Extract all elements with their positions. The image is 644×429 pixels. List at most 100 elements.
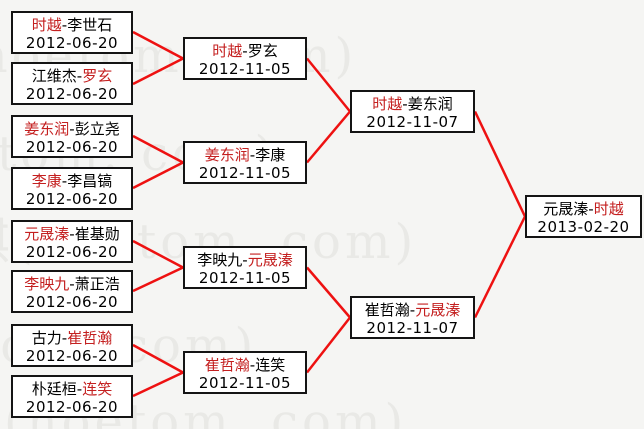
connector-line	[306, 57, 351, 113]
match-box-r1-8: 朴廷桓-连笑 2012-06-20	[11, 375, 133, 418]
match-box-r1-2: 江维杰-罗玄 2012-06-20	[11, 62, 133, 105]
separator: -	[76, 67, 83, 85]
separator: -	[249, 356, 256, 374]
player-name: 李康	[255, 146, 286, 164]
match-date: 2012-06-20	[25, 138, 119, 156]
player-name: 古力	[31, 329, 62, 347]
player-name: 连笑	[82, 380, 113, 398]
player-name: 彭立尧	[74, 120, 120, 138]
match-date: 2012-06-20	[25, 190, 119, 208]
separator: -	[61, 16, 68, 34]
player-name: 时越	[593, 200, 624, 218]
player-name: 罗玄	[247, 42, 278, 60]
match-date: 2012-11-07	[366, 319, 459, 337]
match-box-sf-1: 时越-姜东润 2012-11-07	[350, 90, 475, 133]
match-players: 江维杰-罗玄	[13, 67, 131, 85]
match-box-qf-2: 姜东润-李康 2012-11-05	[183, 141, 307, 184]
match-players: 朴廷桓-连笑	[13, 380, 131, 398]
connector-line	[132, 134, 184, 164]
match-players: 元晟溱-崔基勋	[13, 225, 131, 243]
separator: -	[61, 329, 68, 347]
match-players: 古力-崔哲瀚	[13, 329, 131, 347]
separator: -	[242, 251, 248, 269]
player-name: 李昌镐	[67, 172, 113, 190]
player-name: 元晟溱	[543, 200, 589, 218]
match-players: 时越-李世石	[13, 16, 131, 34]
connector-line	[306, 266, 351, 319]
connector-line	[132, 343, 184, 374]
match-date: 2012-11-07	[366, 113, 459, 131]
player-name: 崔哲瀚	[67, 329, 113, 347]
player-name: 元晟溱	[415, 301, 461, 319]
match-players: 李康-李昌镐	[13, 172, 131, 190]
match-date: 2013-02-20	[537, 218, 630, 236]
player-name: 萧正浩	[74, 275, 120, 293]
player-name: 李映九	[197, 251, 243, 269]
separator: -	[69, 275, 75, 293]
player-name: 崔基勋	[74, 225, 120, 243]
player-name: 朴廷桓	[31, 380, 77, 398]
match-box-r1-3: 姜东润-彭立尧 2012-06-20	[11, 115, 133, 158]
connector-line	[473, 215, 527, 319]
connector-line	[473, 110, 527, 218]
player-name: 时越	[372, 95, 403, 113]
match-box-qf-3: 李映九-元晟溱 2012-11-05	[183, 246, 307, 289]
connector-line	[132, 371, 184, 398]
match-players: 姜东润-彭立尧	[13, 120, 131, 138]
player-name: 时越	[212, 42, 243, 60]
player-name: 元晟溱	[24, 225, 70, 243]
player-name: 元晟溱	[247, 251, 293, 269]
connector-line	[132, 239, 184, 269]
player-name: 姜东润	[407, 95, 453, 113]
match-date: 2012-11-05	[198, 374, 292, 392]
player-name: 李映九	[24, 275, 70, 293]
match-players: 崔哲瀚-元晟溱	[352, 301, 473, 319]
match-date: 2012-06-20	[25, 243, 119, 261]
player-name: 罗玄	[82, 67, 113, 85]
separator: -	[588, 200, 594, 218]
match-box-r1-5: 元晟溱-崔基勋 2012-06-20	[11, 220, 133, 263]
connector-line	[132, 30, 184, 60]
separator: -	[61, 172, 68, 190]
match-date: 2012-06-20	[25, 34, 119, 52]
player-name: 时越	[31, 16, 62, 34]
match-box-r1-7: 古力-崔哲瀚 2012-06-20	[11, 324, 133, 367]
match-date: 2012-11-05	[198, 164, 292, 182]
match-players: 姜东润-李康	[185, 146, 305, 164]
match-date: 2012-06-20	[25, 85, 119, 103]
connector-line	[132, 57, 184, 86]
match-players: 李映九-萧正浩	[13, 275, 131, 293]
match-players: 崔哲瀚-连笑	[185, 356, 305, 374]
player-name: 崔哲瀚	[364, 301, 410, 319]
separator: -	[409, 301, 416, 319]
separator: -	[69, 225, 75, 243]
player-name: 李世石	[67, 16, 113, 34]
separator: -	[76, 380, 83, 398]
player-name: 姜东润	[24, 120, 70, 138]
player-name: 连笑	[255, 356, 286, 374]
player-name: 江维杰	[31, 67, 77, 85]
player-name: 姜东润	[204, 146, 250, 164]
separator: -	[402, 95, 408, 113]
match-date: 2012-11-05	[198, 60, 292, 78]
match-date: 2012-06-20	[25, 398, 119, 416]
match-box-sf-2: 崔哲瀚-元晟溱 2012-11-07	[350, 296, 475, 339]
match-players: 李映九-元晟溱	[185, 251, 305, 269]
match-box-r1-6: 李映九-萧正浩 2012-06-20	[11, 270, 133, 313]
match-box-r1-4: 李康-李昌镐 2012-06-20	[11, 167, 133, 210]
match-date: 2012-06-20	[25, 347, 119, 365]
match-players: 元晟溱-时越	[527, 200, 640, 218]
match-box-final: 元晟溱-时越 2013-02-20	[525, 195, 642, 238]
match-box-qf-1: 时越-罗玄 2012-11-05	[183, 37, 307, 80]
connector-line	[132, 266, 184, 293]
match-box-r1-1: 时越-李世石 2012-06-20	[11, 11, 133, 54]
match-date: 2012-06-20	[25, 293, 119, 311]
separator: -	[249, 146, 256, 164]
separator: -	[242, 42, 248, 60]
connector-line	[132, 161, 184, 190]
separator: -	[69, 120, 75, 138]
match-box-qf-4: 崔哲瀚-连笑 2012-11-05	[183, 351, 307, 394]
player-name: 李康	[31, 172, 62, 190]
